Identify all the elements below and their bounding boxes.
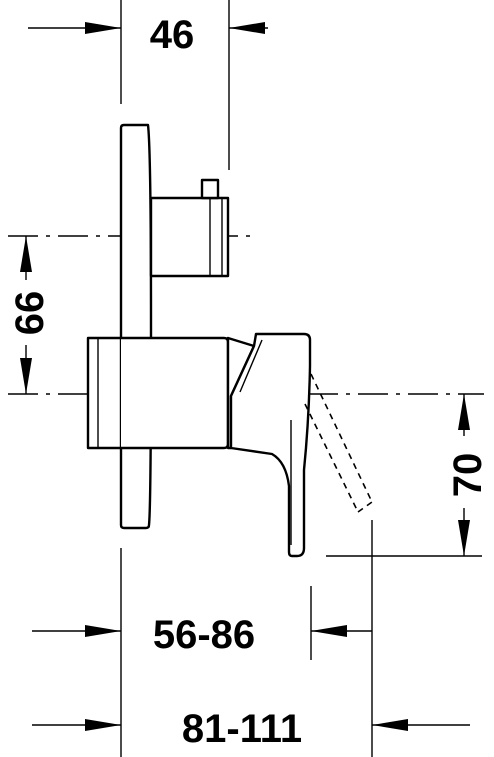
label-overall-range: 81-111 — [182, 707, 302, 751]
label-projection-range: 56-86 — [153, 613, 255, 657]
valve-body — [121, 336, 230, 450]
arrow-56-86-right — [311, 625, 347, 637]
dimension-projection-range: 56-86 — [32, 613, 372, 657]
dimension-lever-drop: 70 — [446, 394, 490, 556]
wall-plate — [119, 123, 153, 530]
dimension-top-width: 46 — [28, 13, 268, 57]
arrow-66-bottom — [20, 358, 32, 394]
arrow-81-111-left — [85, 719, 121, 731]
lever-alt-tip — [357, 501, 373, 513]
lever-alternate-position — [304, 373, 373, 513]
arrow-70-bottom — [458, 520, 470, 556]
diverter-body — [149, 196, 230, 278]
mixer-body — [86, 123, 373, 558]
arrow-70-top — [458, 394, 470, 430]
cartridge-housing — [86, 336, 123, 450]
arrow-56-86-left — [85, 625, 121, 637]
arrow-46-right — [229, 22, 265, 34]
arrow-66-top — [20, 236, 32, 272]
lever-alt-edge-outer — [310, 373, 373, 503]
arrow-46-left — [85, 22, 121, 34]
lever-handle — [229, 332, 312, 558]
lever-alt-edge-inner — [304, 403, 359, 513]
lever-handle-facet — [239, 339, 263, 393]
dimension-vertical-offset: 66 — [8, 236, 52, 394]
label-top-width: 46 — [150, 13, 195, 57]
diverter-knob — [200, 178, 220, 200]
arrow-81-111-right — [372, 719, 408, 731]
dimension-overall-range: 81-111 — [32, 707, 470, 751]
label-vertical-offset: 66 — [8, 291, 52, 336]
label-lever-drop: 70 — [446, 453, 490, 498]
